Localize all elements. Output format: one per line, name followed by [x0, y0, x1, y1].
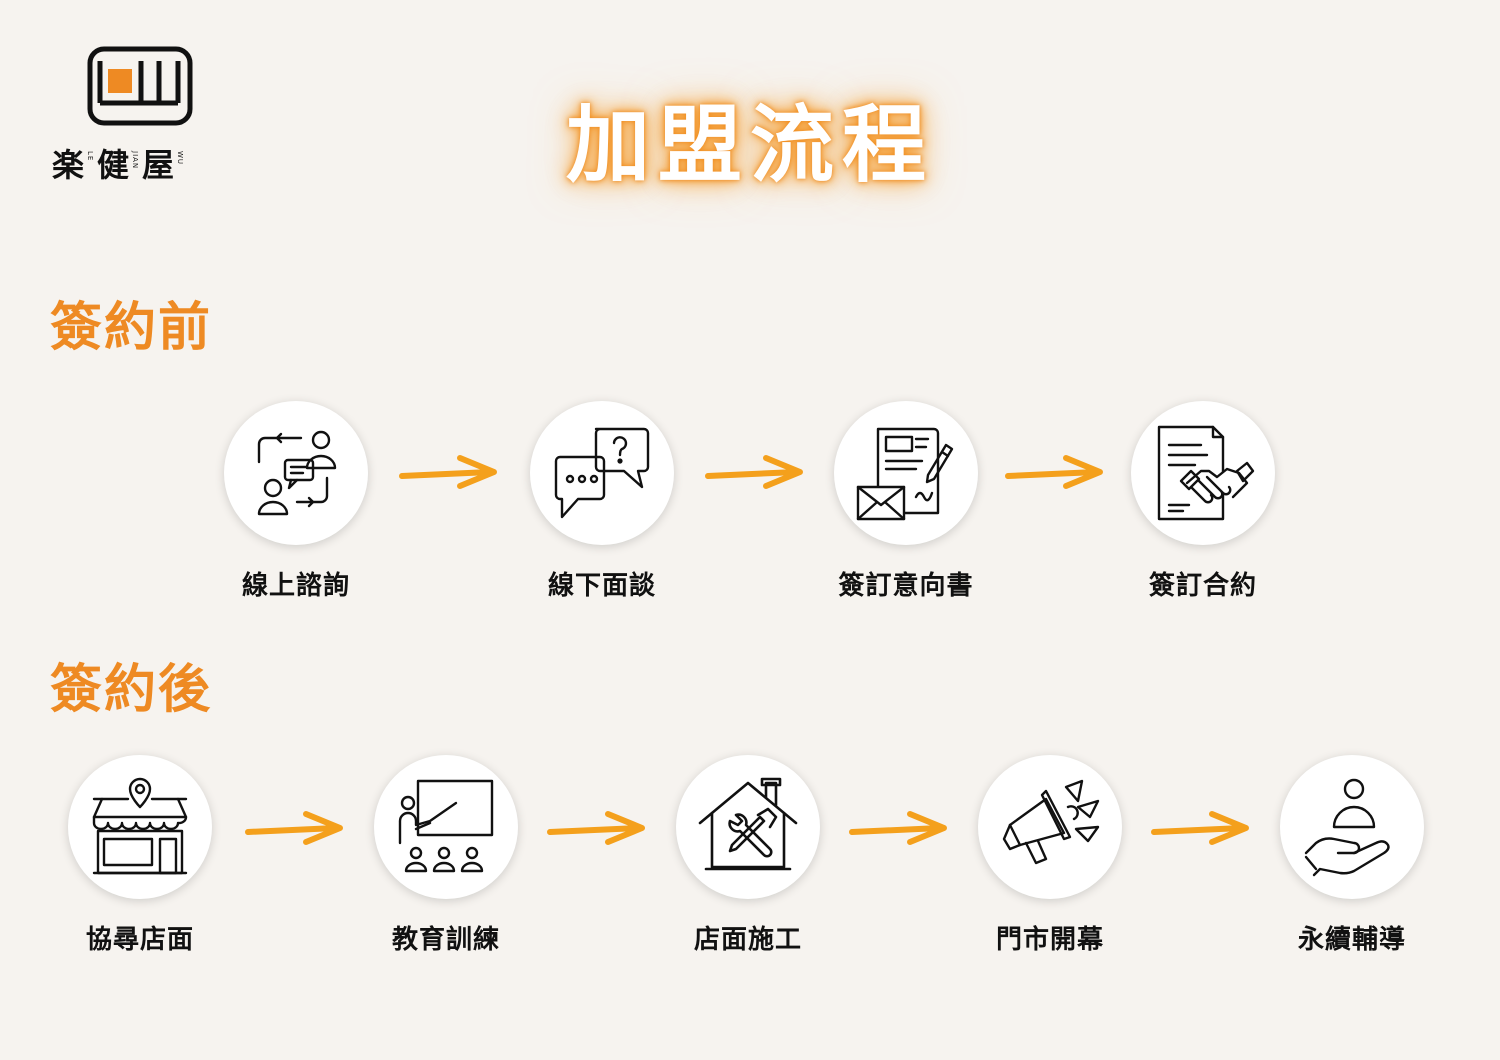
step-label: 線下面談: [547, 571, 656, 601]
section-title-after-signing: 簽約後: [50, 660, 213, 720]
storefront-location-icon: [92, 777, 188, 875]
logo-wordmark: 楽 LE 健 JIAN 屋 WU: [52, 145, 187, 185]
logo-char: 楽: [52, 146, 85, 184]
letter-of-intent-icon: [856, 427, 954, 521]
step-training: 教育訓練: [374, 755, 518, 955]
section-title-before-signing: 簽約前: [50, 298, 213, 358]
arrow-right-icon: [705, 455, 803, 489]
step-letter-of-intent: 簽訂意向書: [834, 401, 978, 601]
arrow-right-icon: [1005, 455, 1103, 489]
logo-roman: WU: [176, 151, 185, 166]
step-find-storefront: 協尋店面: [68, 755, 212, 955]
step-offline-interview: 線下面談: [530, 401, 674, 601]
logo-char: 屋: [142, 146, 175, 184]
arrow-right-icon: [849, 811, 947, 845]
step-label: 線上諮詢: [241, 571, 350, 601]
arrow-right-icon: [245, 811, 343, 845]
step-ongoing-support: 永續輔導: [1280, 755, 1424, 955]
training-presentation-icon: [398, 779, 494, 873]
step-label: 教育訓練: [391, 925, 500, 955]
step-label: 簽訂意向書: [838, 571, 974, 601]
speech-bubbles-icon: [554, 427, 650, 519]
brand-logo: 楽 LE 健 JIAN 屋 WU: [50, 45, 240, 195]
arrow-right-icon: [1151, 811, 1249, 845]
step-store-opening: 門市開幕: [978, 755, 1122, 955]
step-sign-contract: 簽訂合約: [1131, 401, 1275, 601]
arrow-right-icon: [547, 811, 645, 845]
page-title: 加盟流程: [565, 96, 934, 194]
step-label: 永續輔導: [1297, 925, 1406, 955]
house-tools-icon: [698, 777, 798, 871]
hand-support-icon: [1304, 778, 1390, 877]
step-label: 協尋店面: [85, 925, 194, 955]
step-label: 門市開幕: [995, 925, 1104, 955]
contract-handshake-icon: [1157, 425, 1255, 521]
megaphone-icon: [1002, 779, 1100, 865]
arrow-right-icon: [399, 455, 497, 489]
logo-char: 健: [97, 146, 130, 184]
step-store-construction: 店面施工: [676, 755, 820, 955]
logo-roman: JIAN: [131, 151, 140, 170]
logo-mark-icon: [87, 46, 193, 126]
logo-roman: LE: [86, 151, 95, 162]
online-consultation-icon: [257, 430, 337, 516]
step-online-consultation: 線上諮詢: [224, 401, 368, 601]
step-label: 簽訂合約: [1148, 571, 1257, 601]
step-label: 店面施工: [693, 925, 802, 955]
